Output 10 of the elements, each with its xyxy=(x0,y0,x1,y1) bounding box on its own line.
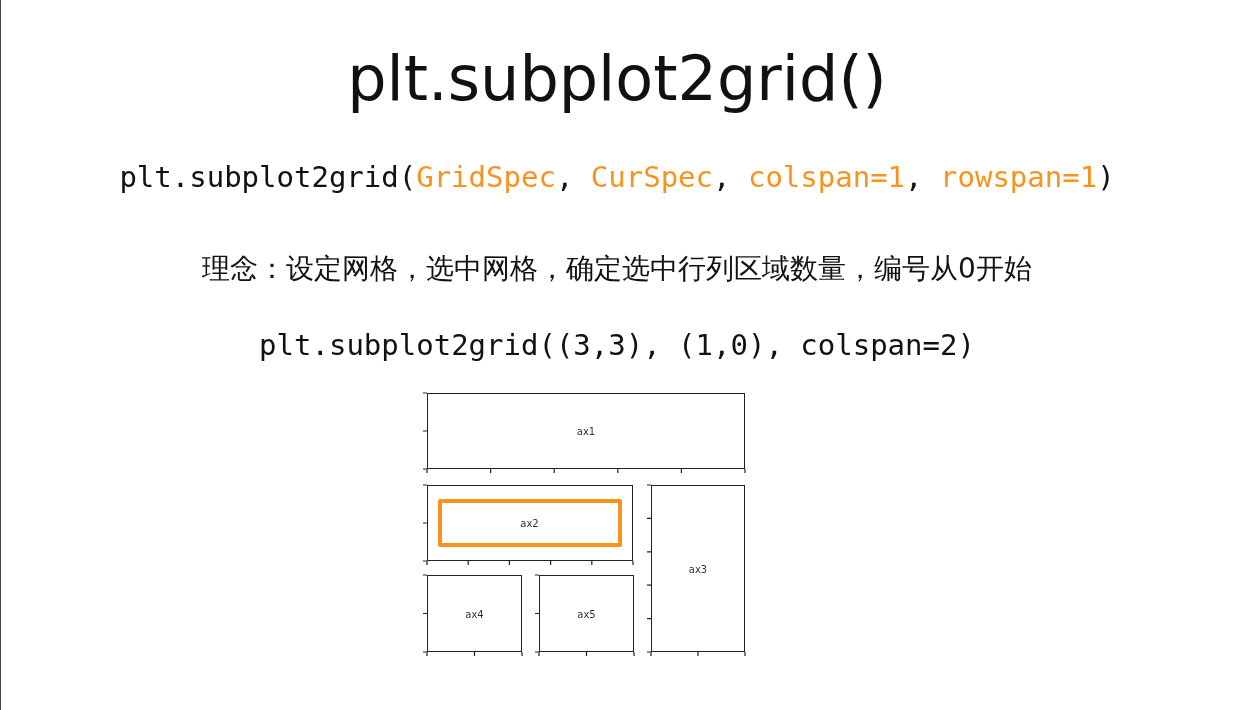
slide-title: plt.subplot2grid() xyxy=(346,42,888,115)
axes-label: ax4 xyxy=(465,608,484,619)
axes-label: ax5 xyxy=(577,608,596,619)
axes-label: ax3 xyxy=(688,563,708,574)
highlight-rectangle xyxy=(437,498,622,547)
axes-label: ax1 xyxy=(576,425,596,437)
code-line: plt.subplot2grid((3,3), (1,0), colspan=2) xyxy=(258,328,976,362)
code-line: plt.subplot2grid(GridSpec, CurSpec, colspan=1, rowspan=1) xyxy=(118,160,1116,194)
principle-text: 理念：设定网格，选中网格，确定选中行列区域数量，编号从0开始 xyxy=(201,251,1033,287)
axes-label: ax2 xyxy=(520,517,539,528)
